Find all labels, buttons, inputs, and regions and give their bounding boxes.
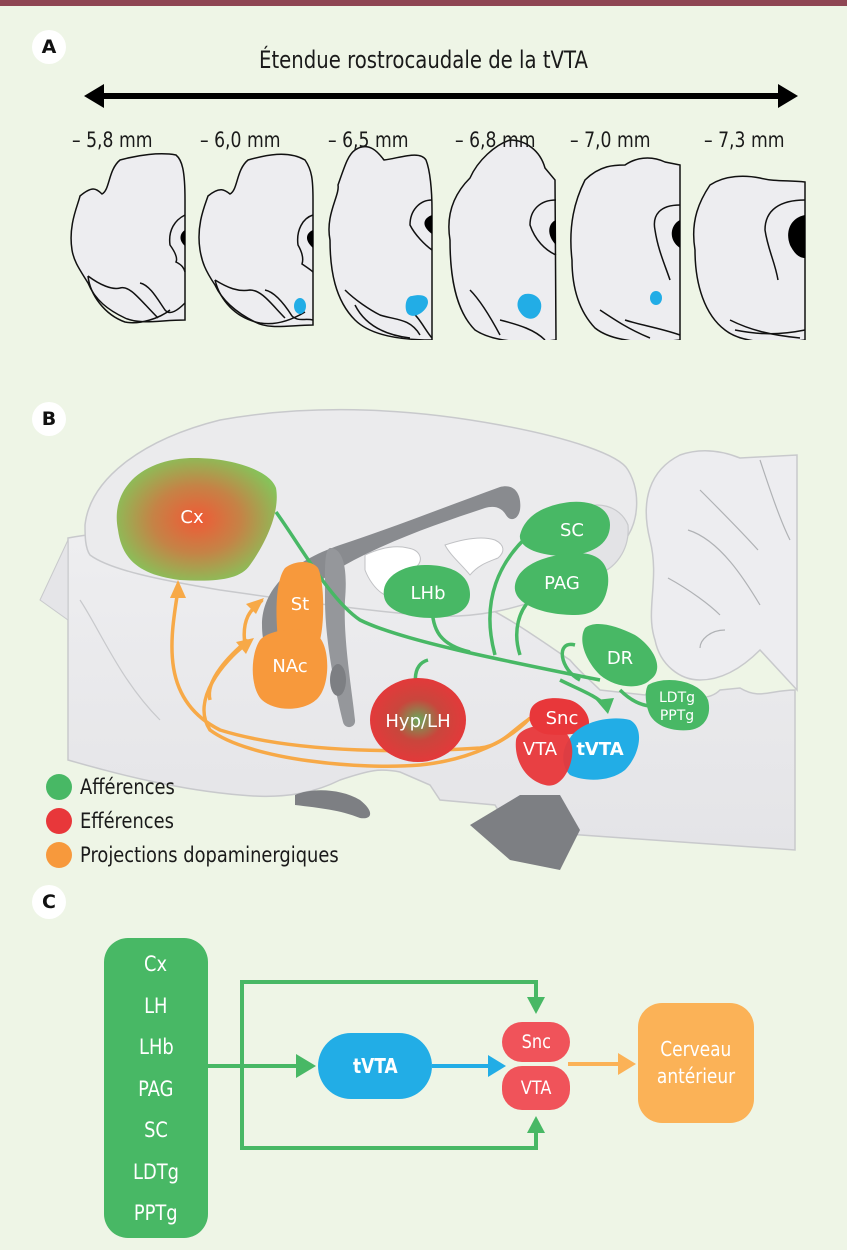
- arrow-head-icon: [527, 1116, 545, 1133]
- region-dr: DR: [582, 624, 658, 687]
- brain-section-5: [570, 157, 681, 340]
- tvta-box: tVTA: [318, 1033, 432, 1099]
- dopaminergic-projections: [170, 580, 556, 768]
- arrow-head-icon: [618, 1053, 636, 1075]
- level-label: – 6,5 mm: [328, 128, 409, 152]
- panel-c-badge: C: [32, 885, 66, 919]
- tvta-region-marker: [517, 293, 542, 319]
- panel-b-badge: B: [32, 402, 66, 436]
- panel-a-title: Étendue rostrocaudale de la tVTA: [259, 46, 588, 74]
- region-label: NAc: [272, 656, 307, 677]
- region-st: St: [276, 562, 324, 640]
- legend-swatch-green: [46, 774, 72, 800]
- arrow-head-left-icon: [84, 84, 104, 108]
- level-label: – 5,8 mm: [72, 128, 153, 152]
- region-label: LDTg: [659, 690, 695, 706]
- arrow-head-icon: [246, 598, 264, 614]
- input-region: PPTg: [134, 1201, 178, 1225]
- level-label: – 7,0 mm: [570, 128, 651, 152]
- input-region: SC: [144, 1118, 168, 1142]
- level-label: – 6,0 mm: [200, 128, 281, 152]
- region-lhb: LHb: [383, 565, 470, 618]
- brain-section-1: [70, 153, 186, 324]
- input-region: PAG: [138, 1076, 174, 1101]
- panel-a-badge: A: [32, 30, 66, 64]
- legend-label: Efférences: [80, 809, 174, 833]
- snc-label: Snc: [521, 1031, 551, 1053]
- legend-item-dopaminergic: Projections dopaminergiques: [46, 842, 384, 868]
- legend-item-afferents: Afférences: [46, 774, 192, 800]
- arrow-head-icon: [170, 580, 186, 598]
- input-region: LDTg: [133, 1159, 179, 1184]
- input-region: LH: [144, 993, 168, 1018]
- region-label: Cx: [180, 507, 204, 528]
- region-label: tVTA: [576, 739, 623, 760]
- ventricles: [364, 537, 504, 596]
- tvta-region-marker: [405, 295, 428, 316]
- input-region: Cx: [144, 952, 168, 976]
- arrow-head-icon: [488, 1055, 506, 1077]
- legend-item-efferents: Efférences: [46, 808, 190, 834]
- legend-label: Afférences: [80, 775, 175, 799]
- region-label: VTA: [523, 739, 558, 760]
- region-ldtg-pptg: LDTg PPTg: [645, 680, 710, 731]
- brain-section-3: [328, 145, 433, 340]
- tvta-label: tVTA: [352, 1054, 398, 1078]
- region-label: DR: [607, 648, 633, 669]
- region-cx: Cx: [116, 457, 277, 581]
- forebrain-box: Cerveau antérieur: [638, 1003, 754, 1123]
- region-hyp-lh: Hyp/LH: [370, 678, 466, 762]
- tvta-region-marker: [650, 291, 662, 305]
- region-label: LHb: [411, 583, 446, 604]
- region-label: SC: [560, 520, 584, 541]
- legend-swatch-orange: [46, 842, 72, 868]
- region-vta: VTA: [515, 725, 573, 786]
- region-pag: PAG: [514, 552, 609, 615]
- legend-swatch-red: [46, 808, 72, 834]
- top-border: [0, 0, 847, 6]
- rostrocaudal-arrow: [84, 84, 798, 108]
- arrow-head-icon: [596, 698, 614, 714]
- arrow-head-icon: [527, 997, 545, 1014]
- arrow-head-icon: [236, 638, 254, 654]
- brain-section-4: [448, 139, 557, 340]
- forebrain-label-line2: antérieur: [656, 1064, 736, 1088]
- region-label: PAG: [544, 573, 580, 594]
- vta-label: VTA: [520, 1077, 552, 1099]
- brain-section-6: [692, 175, 806, 340]
- region-sc: SC: [519, 501, 610, 556]
- level-label: – 7,3 mm: [704, 128, 785, 152]
- forebrain-label-line1: Cerveau: [660, 1037, 732, 1061]
- vta-box: VTA: [502, 1066, 570, 1110]
- region-label: PPTg: [660, 708, 694, 724]
- input-region: LHb: [138, 1035, 174, 1059]
- region-label: St: [291, 594, 309, 615]
- region-nac: NAc: [252, 629, 328, 709]
- legend-label: Projections dopaminergiques: [80, 843, 339, 867]
- panel-a-figure: [70, 84, 806, 340]
- tvta-region-marker: [294, 298, 306, 314]
- brain-section-2: [198, 153, 314, 328]
- arrow-head-right-icon: [778, 84, 798, 108]
- snc-box: Snc: [502, 1022, 570, 1062]
- level-label: – 6,8 mm: [455, 128, 536, 152]
- region-label: Snc: [546, 708, 579, 729]
- arrow-head-icon: [296, 1054, 316, 1078]
- region-label: Hyp/LH: [385, 711, 450, 732]
- region-tvta: tVTA: [563, 718, 640, 780]
- input-regions-box: Cx LH LHb PAG SC LDTg PPTg: [104, 938, 208, 1238]
- afferent-arrows: [208, 980, 538, 1150]
